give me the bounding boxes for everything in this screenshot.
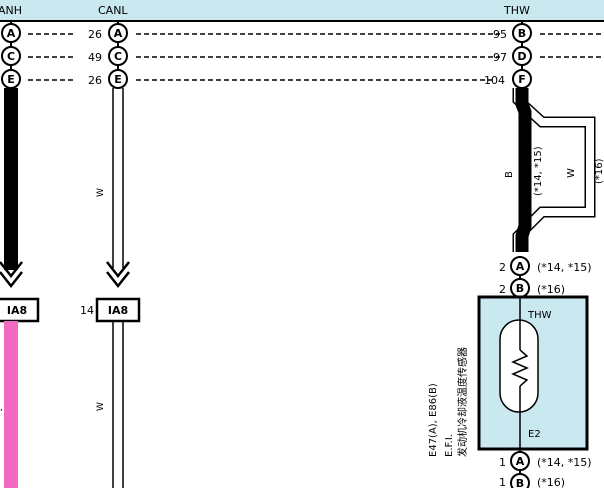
sensor-top-pin-b: B xyxy=(510,278,530,298)
sensor-top-pin-note-b: (*16) xyxy=(537,283,565,296)
left-pin-c: C xyxy=(1,46,21,66)
svg-text:A: A xyxy=(516,455,525,468)
sensor-bottom-pin-num-a: 1 xyxy=(499,456,506,469)
left-connector-label: IA8 xyxy=(7,304,27,317)
svg-text:B: B xyxy=(518,27,526,40)
canl-pin-num-c: 49 xyxy=(88,51,102,64)
header-thw-label: THW xyxy=(503,4,530,17)
sensor-top-pin-num-b: 2 xyxy=(499,283,506,296)
canl-pin-e: E xyxy=(108,69,128,89)
svg-text:A: A xyxy=(114,27,123,40)
svg-text:D: D xyxy=(517,50,526,63)
left-black-wire xyxy=(4,88,18,270)
svg-text:C: C xyxy=(7,50,15,63)
sensor-pin-top-label: THW xyxy=(527,310,552,321)
header-canh-label: ANH xyxy=(0,4,22,17)
sensor-name-line2: 发动机冷却液温度传感器 xyxy=(456,347,469,457)
thw-white-wire-note: (*16) xyxy=(594,158,604,184)
canl-pin-a: A xyxy=(108,23,128,43)
svg-text:A: A xyxy=(7,27,16,40)
svg-text:B: B xyxy=(516,282,524,295)
sensor-top-pin-note-a: (*14, *15) xyxy=(537,261,592,274)
thw-pin-b: B xyxy=(512,23,532,43)
thw-pin-num-b: 95 xyxy=(493,28,507,41)
thw-black-wire-label: B xyxy=(504,171,515,178)
canl-connector-label: IA8 xyxy=(108,304,128,317)
thw-pin-num-d: 97 xyxy=(493,51,507,64)
canl-wire-color-top: W xyxy=(96,188,106,197)
svg-text:F: F xyxy=(518,73,526,86)
thw-white-wire-label: W xyxy=(566,168,577,178)
sensor-pin-bottom-label: E2 xyxy=(528,429,541,440)
svg-text:B: B xyxy=(516,477,524,488)
sensor-name-line1: E.F.I. xyxy=(444,434,455,457)
left-pin-e: E xyxy=(1,69,21,89)
thw-pin-d: D xyxy=(512,46,532,66)
sensor-id-line: E47(A), E86(B) xyxy=(428,383,439,457)
thw-black-wire xyxy=(515,88,532,252)
left-wire-color-label: B xyxy=(0,186,3,192)
thw-pin-num-f: 104 xyxy=(484,74,505,87)
left-pin-a: A xyxy=(1,23,21,43)
svg-text:E: E xyxy=(7,73,15,86)
sensor-top-pin-num-a: 2 xyxy=(499,261,506,274)
left-chevron-icon xyxy=(0,261,23,289)
thw-pin-f: F xyxy=(512,69,532,89)
thw-black-wire-note: (*14, *15) xyxy=(533,146,544,196)
canl-wire-color-bottom: W xyxy=(96,402,106,411)
left-pink-label: , xyxy=(0,403,3,413)
canl-pin-num-a: 26 xyxy=(88,28,102,41)
canl-chevron-icon xyxy=(106,261,130,289)
canl-pin-c: C xyxy=(108,46,128,66)
sensor-bottom-pin-note-a: (*14, *15) xyxy=(537,456,592,469)
thermistor-icon xyxy=(499,319,539,413)
sensor-bottom-pin-note-b: (*16) xyxy=(537,476,565,488)
sensor-bottom-pin-num-b: 1 xyxy=(499,476,506,488)
canl-connector-num: 14 xyxy=(80,304,94,317)
sensor-bottom-pin-b: B xyxy=(510,473,530,488)
svg-text:E: E xyxy=(114,73,122,86)
header-canl-label: CANL xyxy=(98,4,128,17)
canl-connector-box xyxy=(95,297,141,323)
svg-text:C: C xyxy=(114,50,122,63)
header-band xyxy=(0,0,604,21)
svg-text:A: A xyxy=(516,260,525,273)
resistor-zigzag-icon xyxy=(511,349,529,387)
canl-pin-num-e: 26 xyxy=(88,74,102,87)
sensor-bottom-pin-a: A xyxy=(510,451,530,471)
sensor-top-pin-a: A xyxy=(510,256,530,276)
left-pink-wire xyxy=(4,321,18,488)
